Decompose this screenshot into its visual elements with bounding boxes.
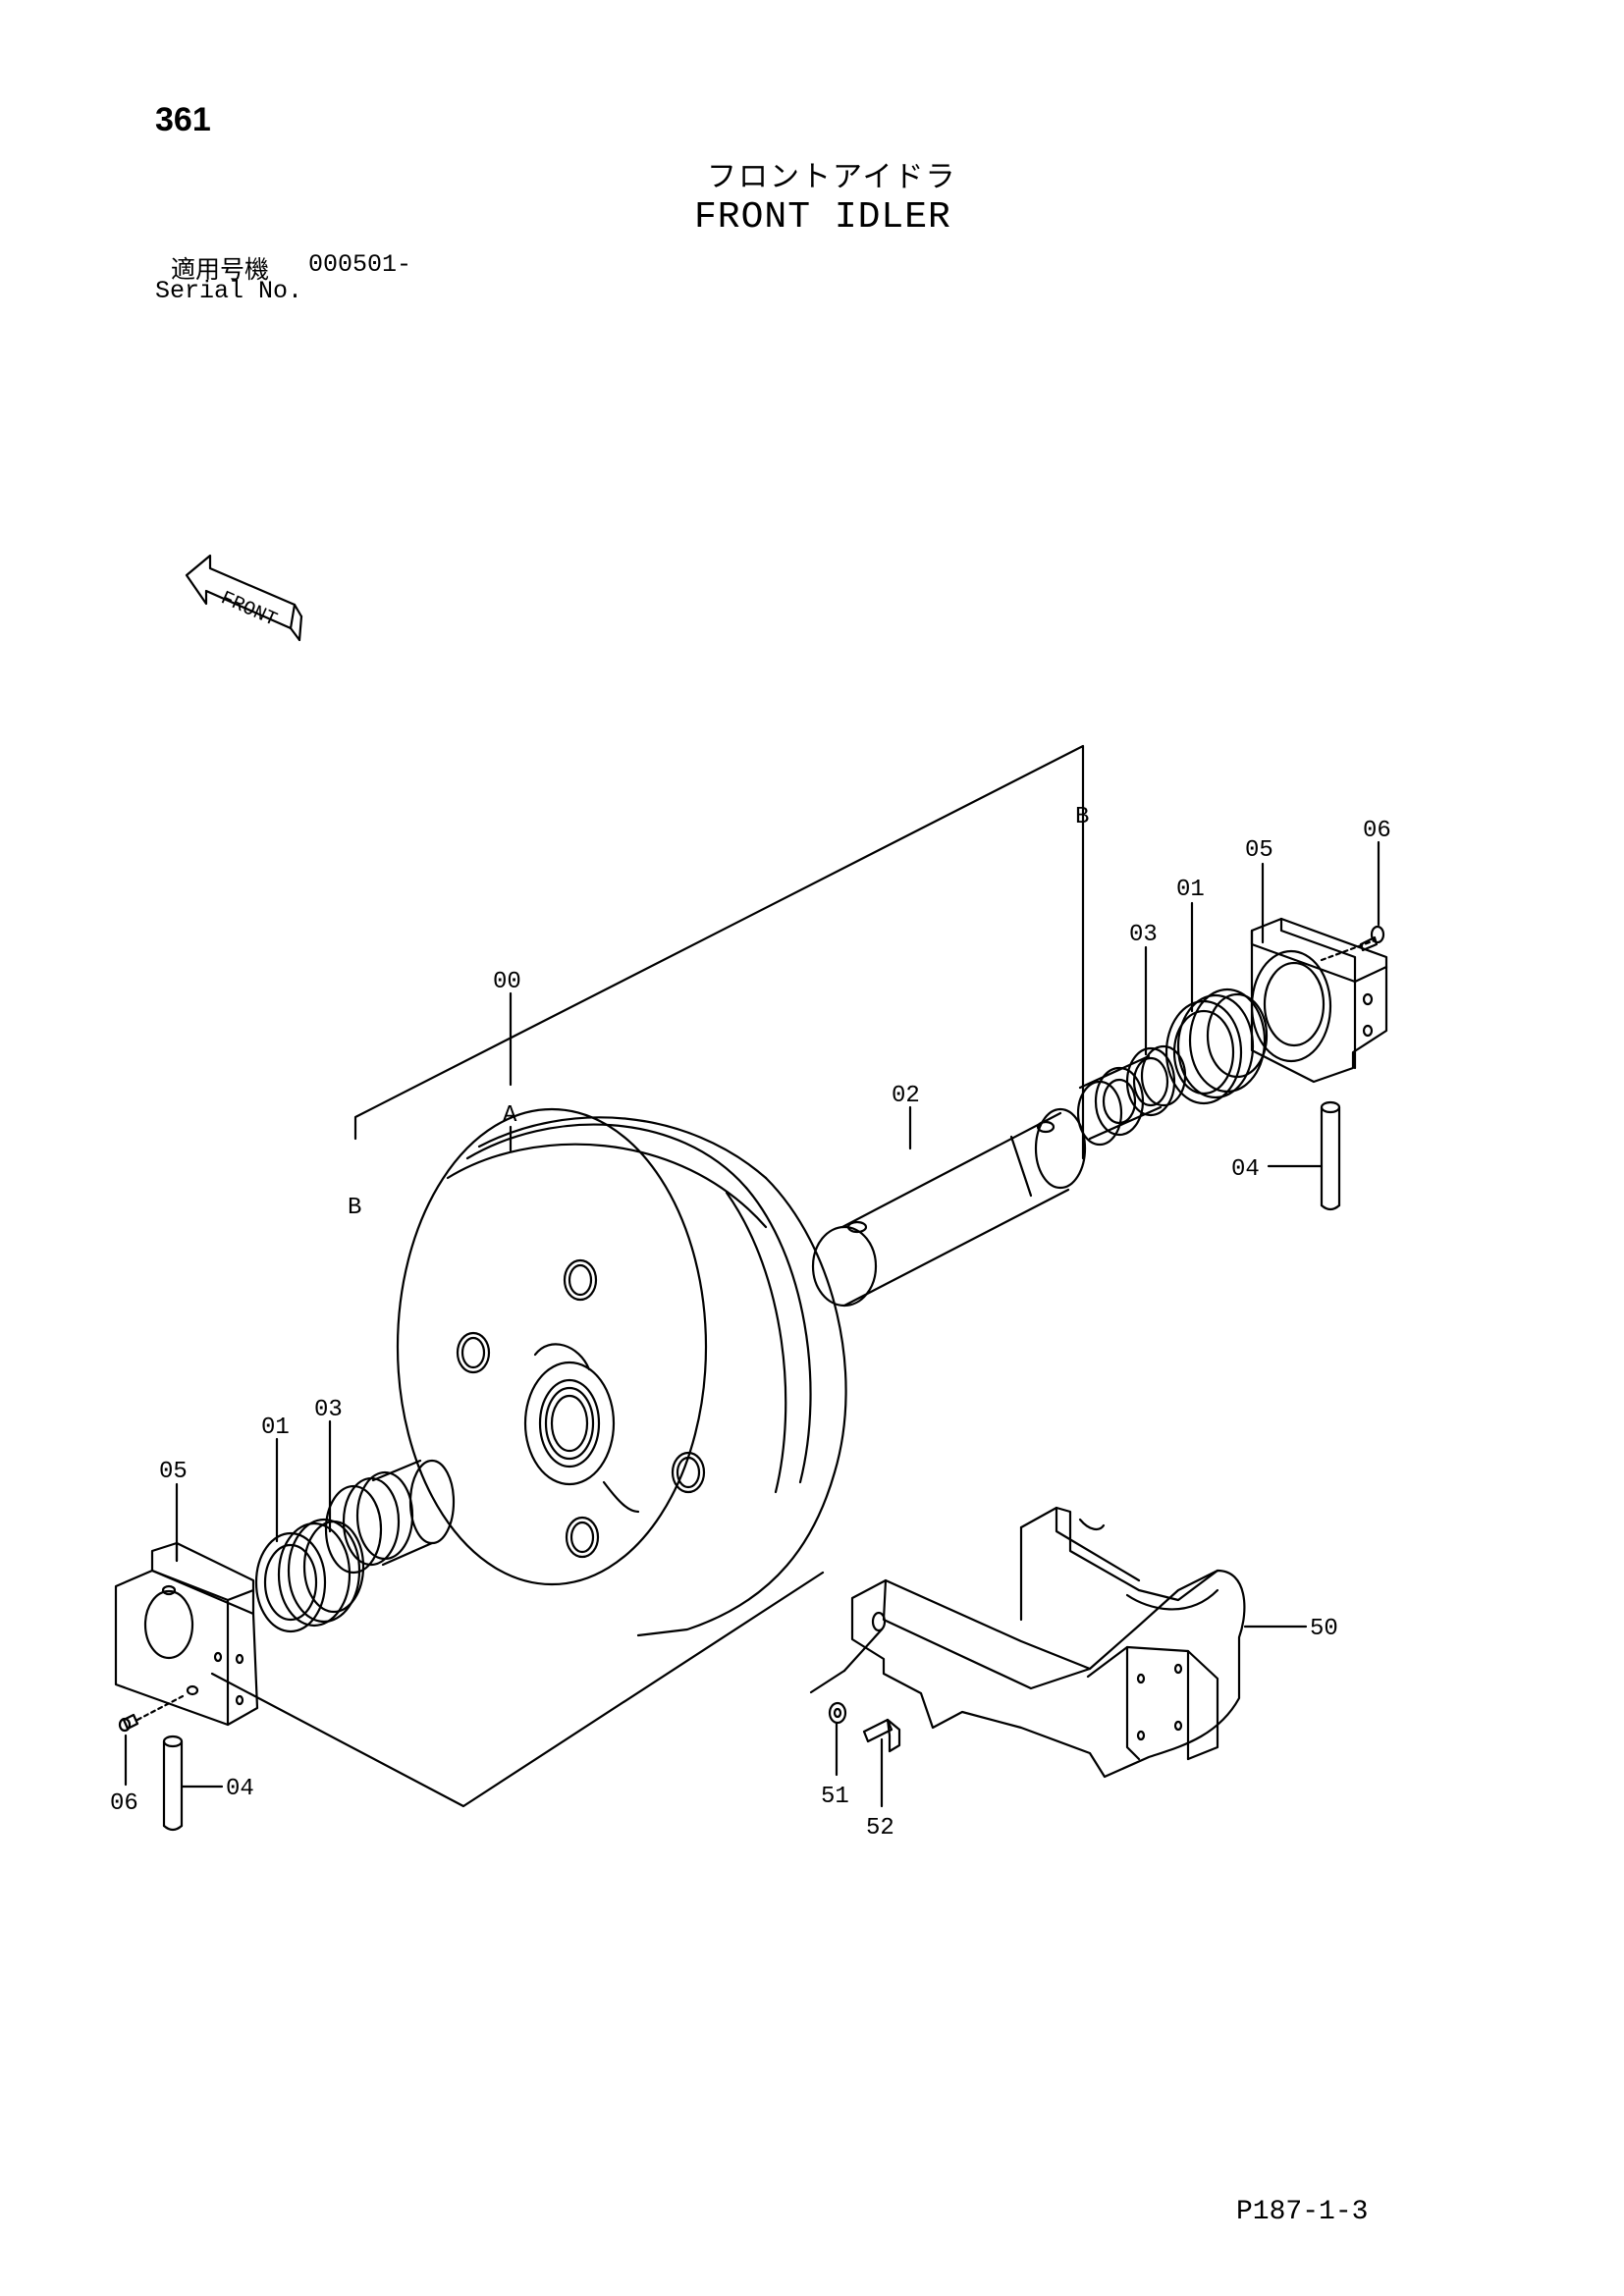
right-set-screw-drawing bbox=[1359, 925, 1385, 952]
right-bracket-drawing bbox=[1250, 917, 1388, 1084]
shaft-drawing bbox=[811, 1107, 1087, 1308]
callout-01-right: 01 bbox=[1176, 877, 1205, 903]
callout-51: 51 bbox=[821, 1784, 849, 1810]
callout-labels: 00 A B B 02 03 01 05 06 04 01 03 05 06 0… bbox=[110, 587, 1391, 1842]
right-bushing-drawing bbox=[1076, 1044, 1187, 1147]
title-japanese: フロントアイドラ bbox=[707, 160, 957, 194]
serial-label-japanese: 適用号機 bbox=[171, 255, 270, 284]
front-arrow-icon bbox=[185, 554, 303, 642]
left-bracket-drawing bbox=[114, 1541, 259, 1727]
yoke-drawing bbox=[809, 1506, 1246, 1779]
left-set-screw-drawing bbox=[118, 1694, 185, 1733]
callout-05-left: 05 bbox=[159, 1459, 188, 1485]
idler-wheel-drawing bbox=[396, 1107, 847, 1637]
callout-00: 00 bbox=[493, 969, 521, 995]
leader-lines bbox=[124, 840, 1380, 1808]
callout-06-right: 06 bbox=[1363, 818, 1391, 844]
right-pin-drawing bbox=[1320, 1100, 1341, 1211]
callout-03-right: 03 bbox=[1129, 922, 1158, 948]
left-pin-drawing bbox=[162, 1735, 184, 1832]
page-number: 361 bbox=[155, 101, 211, 138]
left-bushing-drawing bbox=[324, 1459, 456, 1575]
left-seal-drawing bbox=[254, 1518, 365, 1633]
reference-b-left: B bbox=[348, 1195, 361, 1221]
page-code: P187-1-3 bbox=[1236, 2197, 1369, 2227]
callout-02: 02 bbox=[892, 1083, 920, 1109]
serial-label-english: Serial No. bbox=[155, 277, 303, 305]
reference-b-right: B bbox=[1075, 804, 1089, 830]
bolt-drawing bbox=[862, 1718, 901, 1753]
callout-50: 50 bbox=[1310, 1616, 1338, 1642]
title-english: FRONT IDLER bbox=[694, 196, 951, 239]
callout-04-left: 04 bbox=[226, 1776, 254, 1802]
callout-01-left: 01 bbox=[261, 1415, 290, 1441]
callout-06-left: 06 bbox=[110, 1790, 138, 1817]
callout-05-right: 05 bbox=[1245, 837, 1273, 864]
callout-52: 52 bbox=[866, 1815, 894, 1842]
reference-a: A bbox=[503, 1102, 517, 1129]
serial-value: 000501- bbox=[308, 250, 412, 279]
right-seal-drawing bbox=[1164, 988, 1269, 1105]
assembly-guide-lines bbox=[210, 744, 1085, 1808]
callout-04-right: 04 bbox=[1231, 1156, 1260, 1183]
washer-drawing bbox=[828, 1701, 847, 1725]
callout-03-left: 03 bbox=[314, 1397, 343, 1423]
